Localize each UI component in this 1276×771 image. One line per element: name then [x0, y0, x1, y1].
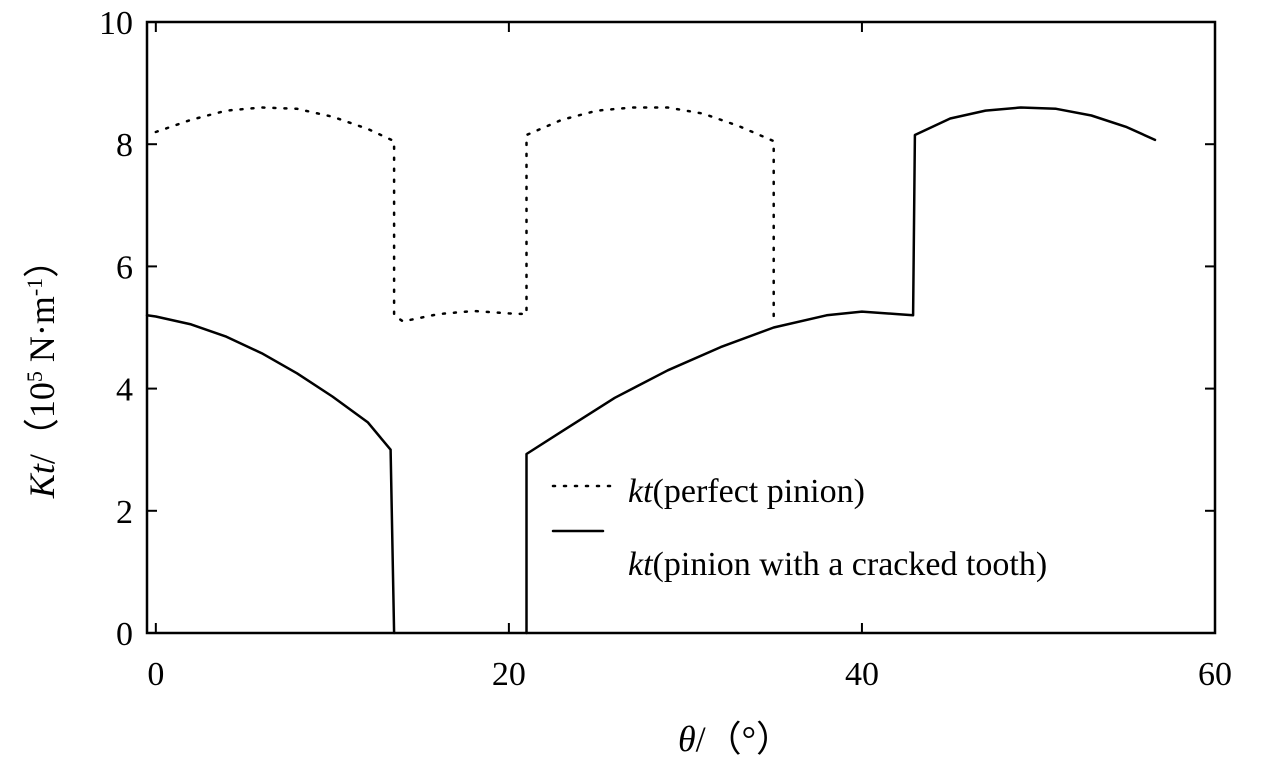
y-tick-label: 8 — [116, 127, 133, 164]
x-axis-title-symbol: θ — [678, 719, 696, 759]
x-tick-label: 60 — [1198, 656, 1232, 693]
series-cracked-tooth-line — [525, 106, 1157, 635]
x-axis-title: θ/（°） — [678, 719, 792, 759]
plot-border — [145, 20, 1217, 635]
y-tick-label: 6 — [116, 249, 133, 286]
y-tick-label: 10 — [99, 5, 133, 42]
series-perfect-pinion-line — [154, 106, 775, 323]
plot-frame — [145, 20, 1217, 635]
y-axis-title: Kt/（105 N·m-1） — [22, 242, 63, 499]
y-axis-title-post: ） — [22, 242, 62, 278]
y-tick-label: 4 — [116, 372, 133, 409]
legend-entry-label: kt(perfect pinion) — [628, 473, 865, 510]
y-axis-title-mid: N·m — [22, 296, 62, 371]
y-tick-label: 2 — [116, 494, 133, 531]
y-axis-title-sup2: -1 — [22, 278, 47, 296]
x-axis-title-unit: /（°） — [696, 719, 792, 759]
y-axis-title-symbol: Kt — [22, 463, 62, 499]
axis-ticks — [147, 21, 1216, 634]
legend: kt(perfect pinion) kt(pinion with a crack… — [551, 473, 1047, 583]
series-cracked-tooth-line — [145, 314, 396, 635]
y-tick-label: 0 — [116, 616, 133, 653]
x-tick-label: 20 — [492, 656, 526, 693]
axis-tick-labels: 0 20 40 60 0 2 4 6 8 10 — [99, 5, 1232, 693]
x-tick-label: 0 — [147, 656, 164, 693]
y-axis-title-pre: /（10 — [22, 382, 62, 464]
legend-entry-label: kt(pinion with a cracked tooth) — [628, 546, 1047, 583]
y-axis-title-sup: 5 — [22, 371, 47, 382]
x-tick-label: 40 — [845, 656, 879, 693]
series-group — [145, 106, 1157, 635]
